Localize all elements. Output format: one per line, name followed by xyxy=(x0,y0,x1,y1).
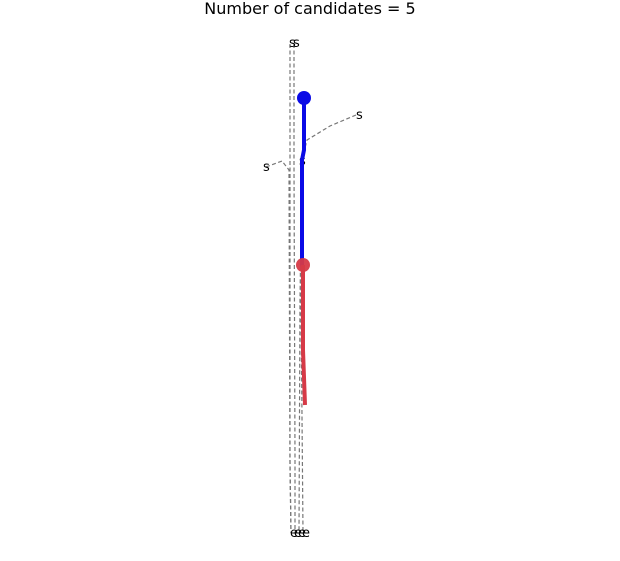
end-label: e xyxy=(302,526,310,541)
start-markers: s s s s s xyxy=(263,36,363,175)
history-line xyxy=(300,96,306,267)
candidate-path-2 xyxy=(293,44,296,533)
future-trajectory xyxy=(296,258,310,406)
future-line xyxy=(301,265,307,406)
start-label: s xyxy=(356,108,363,123)
history-start-marker xyxy=(297,91,311,105)
candidate-path-3 xyxy=(298,114,357,534)
candidate-path-4 xyxy=(265,160,292,534)
start-label: s xyxy=(263,160,270,175)
end-label: e xyxy=(294,526,302,541)
end-label: e xyxy=(290,526,298,541)
figure-title: Number of candidates = 5 xyxy=(204,0,415,18)
end-markers: e e e e xyxy=(290,526,310,541)
start-label: s xyxy=(289,36,296,51)
future-start-marker xyxy=(296,258,310,272)
end-label: e xyxy=(298,526,306,541)
candidate-path-1 xyxy=(289,44,292,534)
history-trajectory xyxy=(297,91,311,267)
start-label: s xyxy=(293,36,300,51)
candidate-trajectories xyxy=(265,44,357,534)
